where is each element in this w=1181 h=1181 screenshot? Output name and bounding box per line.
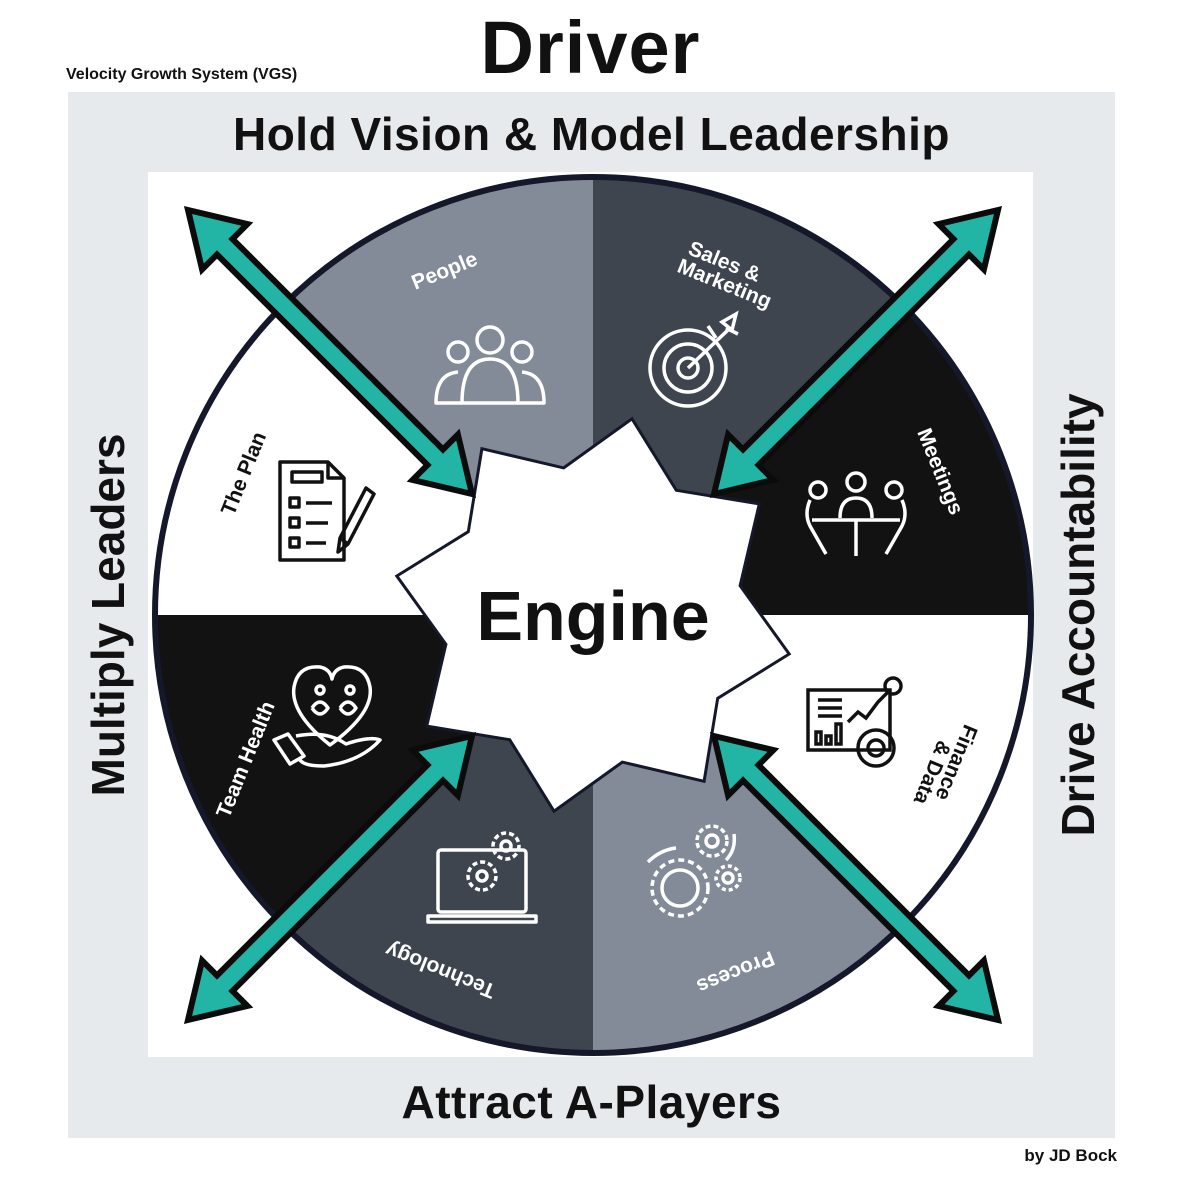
side-label-bottom: Attract A-Players: [401, 1076, 782, 1128]
arrow-bottom-left-icon: [183, 731, 477, 1025]
arrows: [183, 205, 1003, 1025]
meeting-table-icon: [805, 471, 907, 556]
checklist-pencil-icon: [278, 460, 376, 562]
side-label-top: Hold Vision & Model Leadership: [232, 108, 951, 160]
system-subtitle: Velocity Growth System (VGS): [66, 66, 298, 83]
laptop-gear-icon: [426, 831, 538, 924]
dashboard-chart-icon: [806, 676, 903, 768]
page-title: Driver: [480, 6, 701, 89]
engine-label: Engine: [476, 577, 709, 655]
wheel-outer-ring: [152, 174, 1034, 1056]
gears-icon: [646, 824, 742, 918]
engine-star: [394, 416, 792, 814]
arrow-bottom-right-icon: [709, 731, 1003, 1025]
people-group-icon: [434, 325, 546, 405]
arrow-top-right-icon: [709, 205, 1003, 499]
hand-heart-icon: [272, 665, 382, 768]
author-credit: by JD Bock: [1024, 1146, 1117, 1165]
target-arrow-icon: [648, 310, 739, 408]
arrow-top-left-icon: [183, 205, 477, 499]
